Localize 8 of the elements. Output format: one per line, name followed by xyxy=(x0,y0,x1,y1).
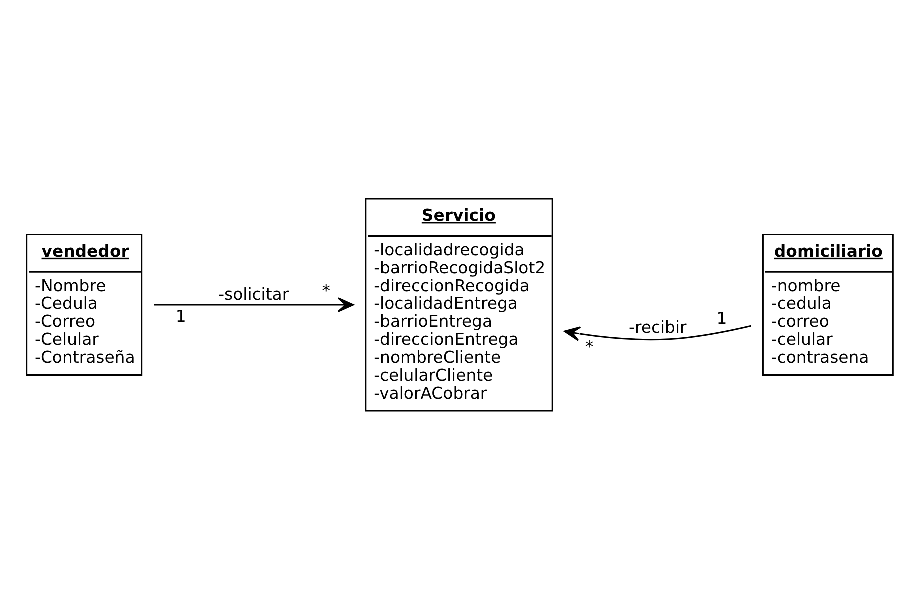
edge-label: -recibir xyxy=(629,318,687,337)
arrow xyxy=(154,297,354,312)
label: * xyxy=(322,281,330,300)
edge-label: -solicitar xyxy=(218,284,290,304)
label: 1 xyxy=(176,306,186,326)
arrow xyxy=(564,324,752,341)
label: * xyxy=(585,337,594,356)
label: 1 xyxy=(716,308,728,328)
